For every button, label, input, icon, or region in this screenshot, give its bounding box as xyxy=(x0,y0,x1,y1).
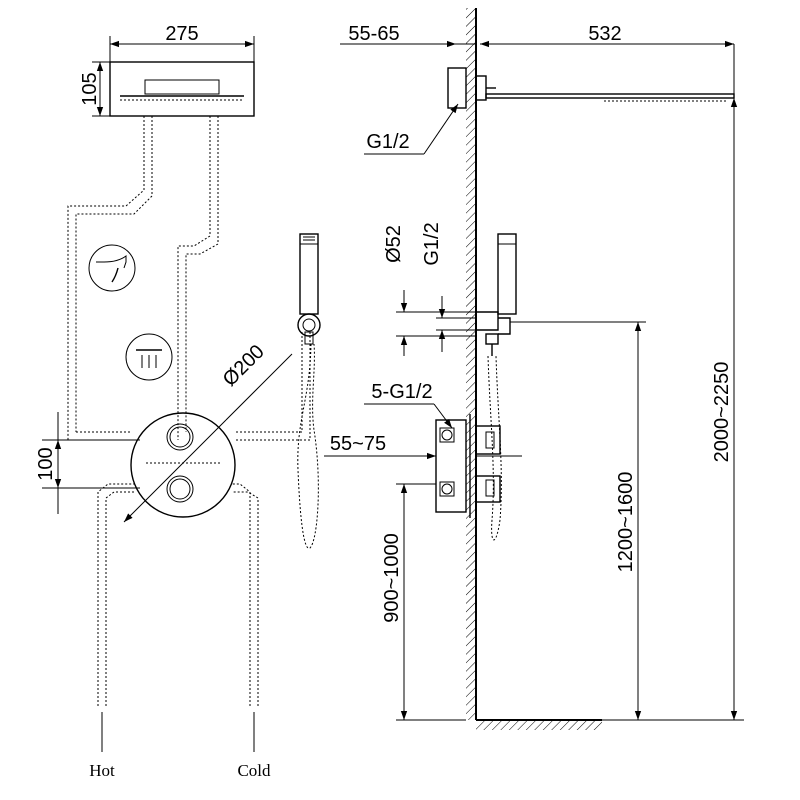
dim-overhead-height: 105 xyxy=(79,61,110,117)
holder-height-label: 1200~1600 xyxy=(615,472,637,573)
valve-depth-label: 55~75 xyxy=(330,433,386,455)
dim-arm-length: 55-65 532 xyxy=(340,23,735,94)
thread-top-label: G1/2 xyxy=(366,131,409,153)
wall xyxy=(466,8,477,720)
dim-holder-height: 1200~1600 xyxy=(510,321,646,721)
valve-threads-label: 5-G1/2 xyxy=(371,381,432,403)
spout-icon xyxy=(88,244,136,292)
dim-holder: Ø52 G1/2 xyxy=(383,222,476,356)
valve-front xyxy=(130,412,236,518)
overhead-width-label: 275 xyxy=(165,23,198,45)
valve-offset-label: 100 xyxy=(35,447,57,480)
dim-valve-offset: 100 xyxy=(35,412,140,514)
hand-shower-side xyxy=(476,233,517,541)
overhead-shower-side xyxy=(447,67,735,109)
overhead-shower-front xyxy=(109,61,255,117)
concealed-pipes-front xyxy=(67,116,311,706)
dim-shower-height: 2000~2250 xyxy=(602,98,744,721)
valve-diameter-label: Ø200 xyxy=(219,341,269,391)
dim-overhead-width: 275 xyxy=(109,23,255,62)
valve-height-label: 900~1000 xyxy=(381,533,403,623)
dim-valve-threads: 5-G1/2 xyxy=(364,381,453,429)
shower-height-label: 2000~2250 xyxy=(711,362,733,463)
rain-shower-icon xyxy=(125,333,173,381)
hand-shower-front xyxy=(297,233,321,549)
mount-depth-label: 55-65 xyxy=(348,23,399,45)
dim-thread-top: G1/2 xyxy=(364,103,459,155)
valve-side xyxy=(435,414,501,518)
supply-labels: Hot Cold xyxy=(89,712,271,780)
dim-valve-height: 900~1000 xyxy=(381,483,466,721)
cold-label: Cold xyxy=(237,761,271,780)
hot-label: Hot xyxy=(89,761,115,780)
dim-valve-depth: 55~75 xyxy=(324,433,522,460)
overhead-height-label: 105 xyxy=(79,72,101,105)
holder-diameter-label: Ø52 xyxy=(383,225,405,263)
arm-length-label: 532 xyxy=(588,23,621,45)
floor xyxy=(476,719,602,730)
holder-thread-label: G1/2 xyxy=(421,222,443,265)
